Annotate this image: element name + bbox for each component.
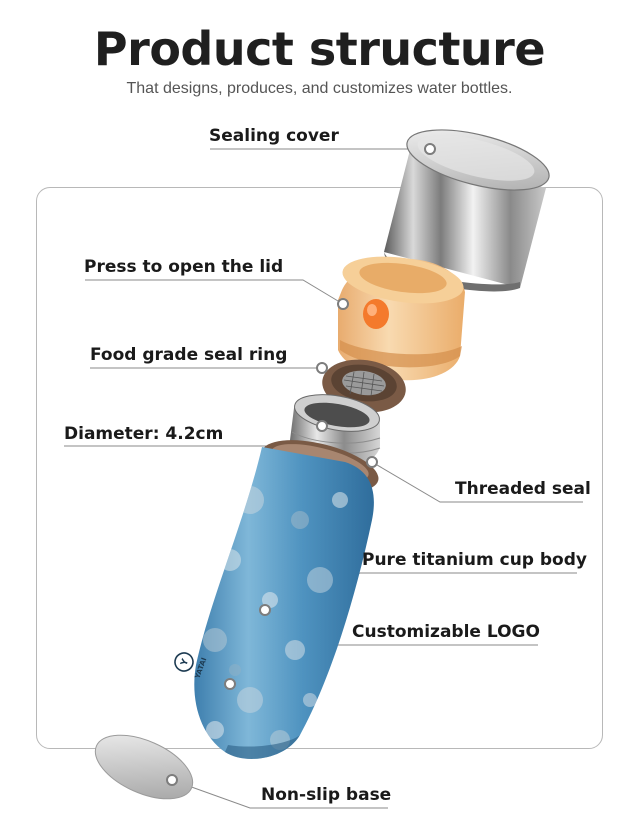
label-cup-body: Pure titanium cup body: [362, 550, 587, 570]
callout-dots: [166, 143, 436, 786]
leader-base: [171, 779, 388, 809]
label-seal-ring: Food grade seal ring: [90, 345, 288, 365]
page-subtitle: That designs, produces, and customizes w…: [126, 80, 513, 97]
press-lid-part: [338, 256, 465, 381]
label-logo: Customizable LOGO: [352, 622, 540, 642]
label-sealing-cover: Sealing cover: [209, 126, 339, 146]
page-title: Product structure: [93, 22, 546, 76]
leader-threaded-seal: [371, 461, 583, 503]
dot-threaded-seal: [366, 456, 378, 468]
label-press-lid: Press to open the lid: [84, 257, 284, 277]
label-base: Non-slip base: [261, 785, 392, 805]
dot-cup-body: [259, 604, 271, 616]
dot-seal-ring: [316, 362, 328, 374]
svg-text:Y: Y: [179, 657, 191, 668]
sealing-cover-part: [384, 129, 550, 292]
diagram-frame: [36, 187, 603, 749]
dot-diameter: [316, 420, 328, 432]
leader-press-lid: [85, 279, 344, 305]
non-slip-base-part: [94, 734, 194, 800]
press-button: [363, 299, 389, 329]
dot-sealing-cover: [424, 143, 436, 155]
dot-logo: [224, 678, 236, 690]
dot-press-lid: [337, 298, 349, 310]
label-threaded-seal: Threaded seal: [455, 479, 591, 499]
label-diameter: Diameter: 4.2cm: [64, 424, 224, 444]
cup-body-part: Y YATAI: [174, 447, 374, 759]
dot-base: [166, 774, 178, 786]
